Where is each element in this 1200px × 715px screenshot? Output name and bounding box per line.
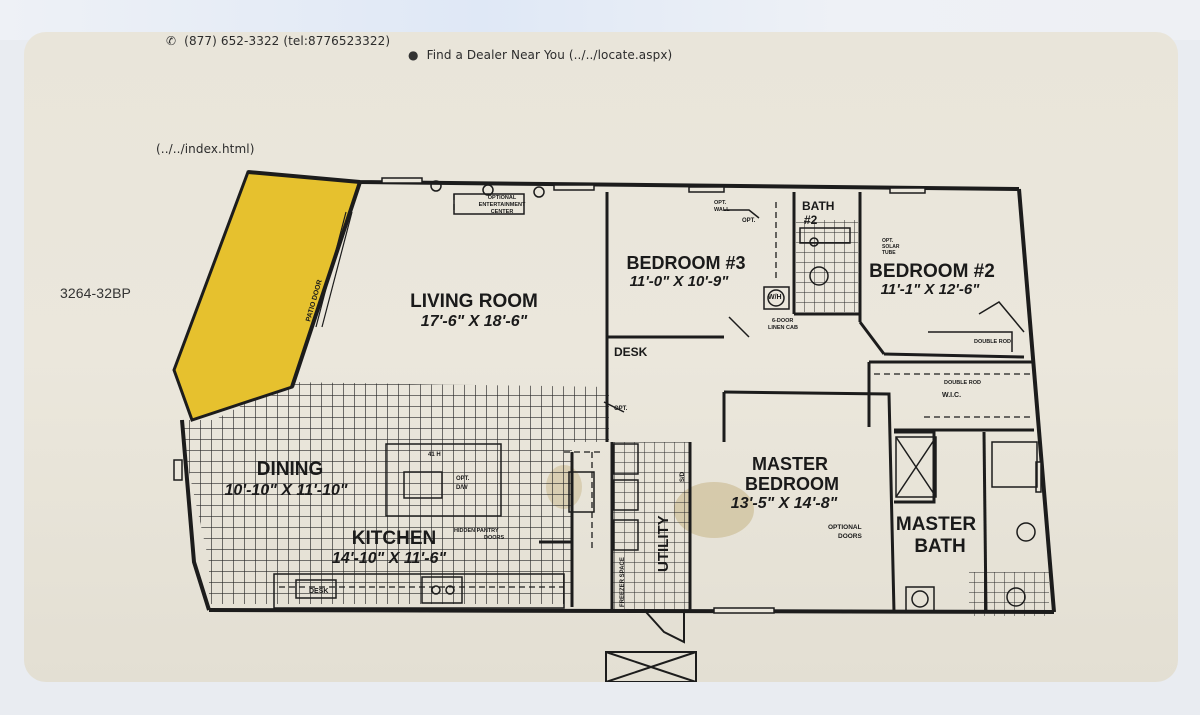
- kitchen-label: KITCHEN: [352, 528, 436, 549]
- double-rod-label-2: DOUBLE ROD: [944, 380, 981, 386]
- opt-dw-1: OPT.: [456, 476, 470, 482]
- living-room-dims: 17'-6" X 18'-6": [421, 313, 528, 330]
- map-pin-icon: ●: [408, 48, 419, 62]
- dealer-link[interactable]: ● Find a Dealer Near You (../../locate.a…: [408, 48, 672, 62]
- windows: [173, 177, 1042, 614]
- opt-wall-note-1: OPT.: [714, 200, 727, 206]
- linen-note-2: LINEN CAB: [768, 325, 798, 331]
- pantry-note-1: HIDDEN PANTRY: [454, 528, 499, 534]
- entertainment-note-3: CENTER: [491, 209, 514, 215]
- dining-label: DINING: [257, 459, 324, 480]
- solar-note-3: TUBE: [882, 250, 896, 256]
- entertainment-note-2: ENTERTAINMENT: [479, 202, 526, 208]
- linen-note-1: 6-DOOR: [772, 318, 793, 324]
- floor-plan: PATIO DOOR: [172, 170, 1056, 682]
- master-bath-label-2: BATH: [914, 536, 965, 557]
- island-label: 41 H: [428, 452, 441, 458]
- entry-steps: [605, 611, 697, 682]
- solar-note-1: OPT.: [882, 238, 894, 244]
- bedroom2-label: BEDROOM #2: [869, 261, 995, 282]
- bath2-number: #2: [804, 213, 818, 227]
- dealer-text: Find a Dealer Near You (../../locate.asp…: [426, 48, 673, 62]
- opt-note-2: OPT.: [614, 406, 628, 412]
- bedroom3-label: BEDROOM #3: [626, 253, 745, 273]
- master-bedroom-label-2: BEDROOM: [745, 474, 839, 494]
- kitchen-tile: [182, 382, 609, 604]
- living-room-label: LIVING ROOM: [410, 291, 538, 312]
- freezer-label: FREEZER SPACE: [620, 557, 626, 607]
- bath2-tile: [796, 220, 858, 312]
- photo-frame: ✆ (877) 652-3322 (tel:8776523322) ● Find…: [24, 32, 1178, 682]
- stain: [674, 482, 754, 538]
- fixtures: [273, 180, 1038, 613]
- phone-link[interactable]: ✆ (877) 652-3322 (tel:8776523322): [166, 34, 390, 48]
- bedroom3-dims: 11'-0" X 10'-9": [630, 273, 730, 290]
- master-bedroom-dims: 13'-5" X 14'-8": [731, 495, 838, 512]
- pantry-note-2: DOORS: [484, 535, 505, 541]
- wh-label: W/H: [768, 294, 782, 301]
- dining-dims: 10'-10" X 11'-10": [225, 482, 348, 499]
- phone-text: (877) 652-3322 (tel:8776523322): [184, 34, 391, 48]
- phone-icon: ✆: [166, 34, 177, 48]
- entertainment-note-1: OPTIONAL: [488, 195, 517, 201]
- bedroom2-dims: 11'-1" X 12'-6": [881, 281, 981, 298]
- solar-note-2: SOLAR: [882, 244, 900, 250]
- bath2-label: BATH: [802, 199, 834, 213]
- index-link[interactable]: (../../index.html): [156, 142, 255, 156]
- opt-dw-2: D/W: [456, 485, 468, 491]
- master-bedroom-label-1: MASTER: [752, 454, 828, 474]
- interior-walls: [539, 192, 1034, 613]
- opt-wall-note-2: WALL: [714, 207, 730, 213]
- dashed-lines: [279, 194, 1034, 588]
- wic-label: W.I.C.: [942, 392, 961, 399]
- optional-doors-1: OPTIONAL: [828, 524, 862, 531]
- sd-label: S/D: [680, 471, 686, 482]
- patio-door: [315, 211, 353, 328]
- master-bath-label-1: MASTER: [896, 514, 977, 535]
- utility-label: UTILITY: [655, 515, 672, 572]
- optional-doors-2: DOORS: [838, 533, 863, 540]
- model-number: 3264-32BP: [60, 285, 131, 301]
- utility-tile: [612, 442, 690, 612]
- outer-walls: [180, 170, 1056, 614]
- opt-note: OPT.: [742, 218, 756, 224]
- kitchen-dims: 14'-10" X 11'-6": [332, 550, 447, 567]
- desk2-label: DESK: [309, 588, 328, 595]
- desk-label: DESK: [614, 345, 648, 359]
- double-rod-label: DOUBLE ROD: [974, 339, 1011, 345]
- master-bath-tile: [969, 572, 1049, 616]
